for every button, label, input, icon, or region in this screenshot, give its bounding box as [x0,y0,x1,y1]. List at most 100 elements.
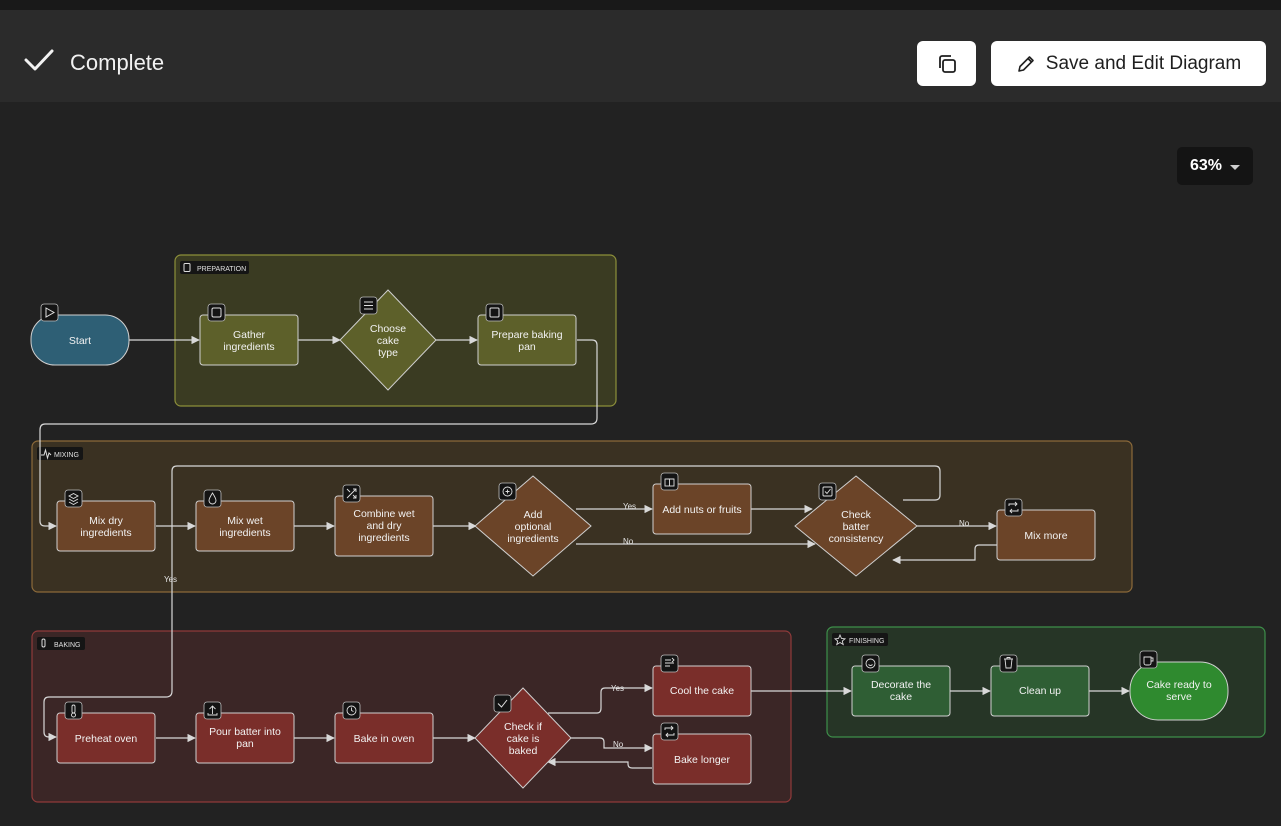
zoom-value: 63% [1189,157,1223,174]
node-add-optional-ingredients[interactable]: Add optional ingredients [474,475,592,577]
edge-label-no: No [623,537,634,546]
svg-text:cake: cake [890,691,912,703]
flowchart: PREPARATION MIXING BAKING FINISHING [30,254,1266,803]
svg-text:Add: Add [524,509,543,521]
svg-text:Decorate the: Decorate the [871,679,931,691]
svg-text:cake: cake [377,335,399,347]
node-gather-ingredients[interactable]: Gather ingredients [199,303,299,366]
svg-text:optional: optional [515,521,552,533]
svg-text:Combine wet: Combine wet [353,508,414,520]
svg-text:type: type [378,347,398,359]
edge-label-yes: Yes [623,502,636,511]
svg-text:Mix dry: Mix dry [89,515,124,527]
copy-button[interactable] [917,41,976,86]
window-top-strip [0,0,1281,10]
diagram-canvas[interactable]: PREPARATION MIXING BAKING FINISHING [0,102,1281,826]
status-label: Complete [70,50,165,75]
play-icon [45,307,56,318]
plus-circle-icon [502,486,513,497]
edge-label-no: No [613,740,624,749]
edge-check-preheat-yes [43,465,941,742]
edge-checkcake-cool [548,683,653,714]
node-add-nuts-or-fruits[interactable]: Add nuts or fruits [652,472,752,535]
square-icon [489,307,500,318]
node-preheat-oven[interactable]: Preheat oven [56,701,156,764]
trash-icon [1004,657,1013,669]
node-choose-cake-type[interactable]: Choose cake type [339,289,437,391]
svg-text:Check: Check [841,509,872,521]
node-prepare-baking-pan[interactable]: Prepare baking pan [477,303,577,366]
svg-text:Cool the cake: Cool the cake [670,685,734,697]
save-button-label: Save and Edit Diagram [1045,52,1242,74]
svg-text:ingredients: ingredients [223,341,274,353]
cup-icon [1143,656,1154,666]
edge-prepare-mixdry [39,339,598,531]
node-pour-batter-into-pan[interactable]: Pour batter into pan [195,701,295,764]
edges [39,335,1130,769]
svg-text:Mix more: Mix more [1024,530,1067,542]
svg-text:and dry: and dry [366,520,402,532]
svg-text:ingredients: ingredients [507,533,558,545]
shuffle-icon [346,488,357,499]
check-square-icon [822,486,833,497]
svg-text:cake is: cake is [507,733,540,745]
group-label-baking: BAKING [54,642,80,649]
svg-text:batter: batter [843,521,870,533]
pencil-icon [1017,55,1034,72]
zoom-dropdown[interactable]: 63% [1177,147,1253,185]
svg-text:Clean up: Clean up [1019,685,1061,697]
wind-icon [665,657,675,667]
svg-text:ingredients: ingredients [358,532,409,544]
activity-icon [41,448,52,460]
svg-text:pan: pan [518,341,536,353]
node-mix-dry-ingredients[interactable]: Mix dry ingredients [56,489,156,552]
edge-mixmore-check [892,544,997,565]
svg-text:Pour batter into: Pour batter into [209,726,281,738]
edge-checkcake-longer [563,737,653,753]
node-check-batter-consistency[interactable]: Check batter consistency [794,475,918,577]
upload-icon [207,705,218,716]
svg-text:Mix wet: Mix wet [227,515,263,527]
svg-text:Choose: Choose [370,323,406,335]
node-combine-wet-and-dry[interactable]: Combine wet and dry ingredients [334,484,434,557]
caret-down-icon [1230,164,1241,170]
node-mix-more[interactable]: Mix more [996,498,1096,561]
node-mix-wet-ingredients[interactable]: Mix wet ingredients [195,489,295,552]
node-bake-longer[interactable]: Bake longer [652,722,752,785]
edge-label-yes: Yes [164,575,177,584]
repeat-icon [1008,501,1019,514]
droplet-icon [208,492,217,505]
list-icon [364,301,373,310]
layers-icon [68,492,79,506]
repeat-icon [664,725,675,738]
svg-text:pan: pan [236,738,254,750]
svg-text:Bake longer: Bake longer [674,754,731,766]
svg-text:ingredients: ingredients [219,527,270,539]
save-and-edit-button[interactable]: Save and Edit Diagram [991,41,1266,86]
star-icon [833,633,847,646]
node-clean-up[interactable]: Clean up [990,654,1090,717]
smile-icon [865,658,876,669]
svg-text:Check if: Check if [504,721,542,733]
svg-text:Cake ready to: Cake ready to [1146,679,1212,691]
svg-text:Bake in oven: Bake in oven [354,733,415,745]
node-check-if-cake-is-baked[interactable]: Check if cake is baked [474,687,572,789]
node-start[interactable]: Start [30,303,130,366]
group-label-mixing: MIXING [54,452,79,459]
group-label-preparation: PREPARATION [197,266,246,273]
svg-text:Add nuts or fruits: Add nuts or fruits [662,504,741,516]
checkmark-icon [497,699,508,708]
bag-icon [211,307,222,318]
header-bar: Complete Save and Edit Diagram [0,10,1281,102]
group-label-finishing: FINISHING [849,638,884,645]
node-cool-the-cake[interactable]: Cool the cake [652,654,752,717]
node-decorate-the-cake[interactable]: Decorate the cake [851,654,951,717]
svg-text:serve: serve [1166,691,1192,703]
node-bake-in-oven[interactable]: Bake in oven [334,701,434,764]
svg-text:ingredients: ingredients [80,527,131,539]
node-cake-ready-to-serve[interactable]: Cake ready to serve [1129,650,1229,721]
svg-text:Gather: Gather [233,329,266,341]
clipboard-icon [183,263,191,272]
check-icon [24,49,54,71]
svg-text:consistency: consistency [829,533,885,545]
